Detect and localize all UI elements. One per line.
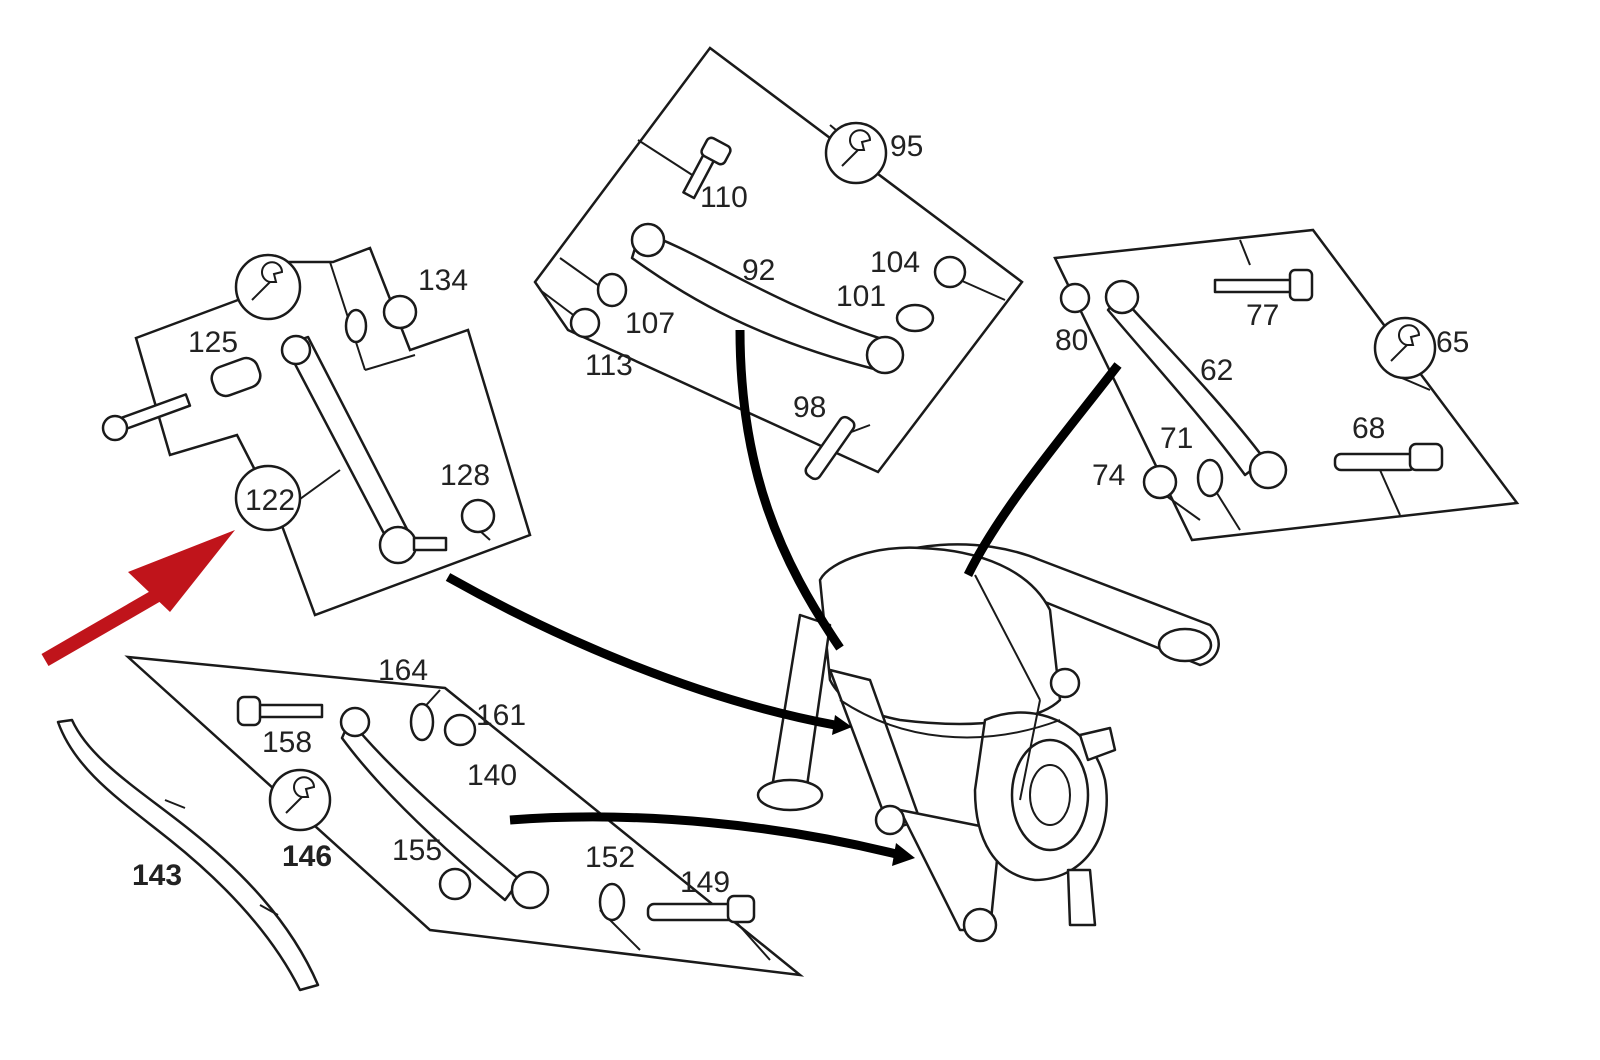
label-71: 71 xyxy=(1160,422,1193,455)
washer-107-part xyxy=(596,272,628,308)
label-110: 110 xyxy=(700,181,748,214)
group-140-box xyxy=(124,655,805,977)
washer-71-part xyxy=(1196,458,1224,498)
nut-74-part xyxy=(1142,464,1178,500)
washer-152-part xyxy=(598,882,626,922)
link-92-part xyxy=(630,222,905,375)
wrench-icon xyxy=(234,253,302,321)
label-122: 122 xyxy=(245,484,295,517)
nut-134-part xyxy=(344,294,418,344)
nut-104-part xyxy=(933,255,967,289)
label-80: 80 xyxy=(1055,324,1088,357)
bolt-68-part xyxy=(1333,442,1444,472)
nut-80-part xyxy=(1059,282,1091,314)
nut-161-part xyxy=(443,713,477,747)
label-95: 95 xyxy=(890,130,923,163)
label-77: 77 xyxy=(1246,299,1279,332)
label-155: 155 xyxy=(392,834,442,867)
nut-128-part xyxy=(460,498,496,534)
label-140: 140 xyxy=(467,759,517,792)
link-62-part xyxy=(1104,279,1288,490)
wrench-icon xyxy=(268,768,332,832)
label-152: 152 xyxy=(585,841,635,874)
group-62-box xyxy=(1053,228,1520,542)
bolt-77-part xyxy=(1213,268,1314,302)
label-146: 146 xyxy=(282,840,332,873)
wrench-icon xyxy=(1373,316,1437,380)
nut-155-part xyxy=(438,867,472,901)
panel-143-part xyxy=(56,718,320,992)
label-68: 68 xyxy=(1352,412,1385,445)
label-65: 65 xyxy=(1436,326,1469,359)
label-104: 104 xyxy=(870,246,920,279)
label-113: 113 xyxy=(585,349,633,382)
link-140-part xyxy=(339,706,550,910)
label-98: 98 xyxy=(793,391,826,424)
label-125: 125 xyxy=(188,326,238,359)
label-149: 149 xyxy=(680,866,730,899)
label-164: 164 xyxy=(378,654,428,687)
label-158: 158 xyxy=(262,726,312,759)
bolt-149-part xyxy=(646,894,756,924)
label-134: 134 xyxy=(418,264,468,297)
pendulum-support-122-part xyxy=(280,334,448,565)
label-161: 161 xyxy=(476,699,526,732)
nut-113-part xyxy=(569,307,601,339)
highlight-arrow-icon xyxy=(41,530,235,667)
label-107: 107 xyxy=(625,307,675,340)
pointer-arrows xyxy=(445,329,1122,866)
label-128: 128 xyxy=(440,459,490,492)
callout-122 xyxy=(234,464,302,532)
washer-164-part xyxy=(409,702,435,742)
bolt-125-part xyxy=(101,356,262,442)
bolt-98-part xyxy=(804,415,856,481)
label-101: 101 xyxy=(836,280,886,313)
bolt-110-part xyxy=(682,136,732,200)
label-92: 92 xyxy=(742,254,775,287)
wrench-icon xyxy=(824,121,888,185)
label-62: 62 xyxy=(1200,354,1233,387)
label-143: 143 xyxy=(132,859,182,892)
bolt-158-part xyxy=(236,695,324,727)
knuckle-assembly-part xyxy=(756,543,1220,943)
washer-101-part xyxy=(895,303,935,333)
label-74: 74 xyxy=(1092,459,1125,492)
